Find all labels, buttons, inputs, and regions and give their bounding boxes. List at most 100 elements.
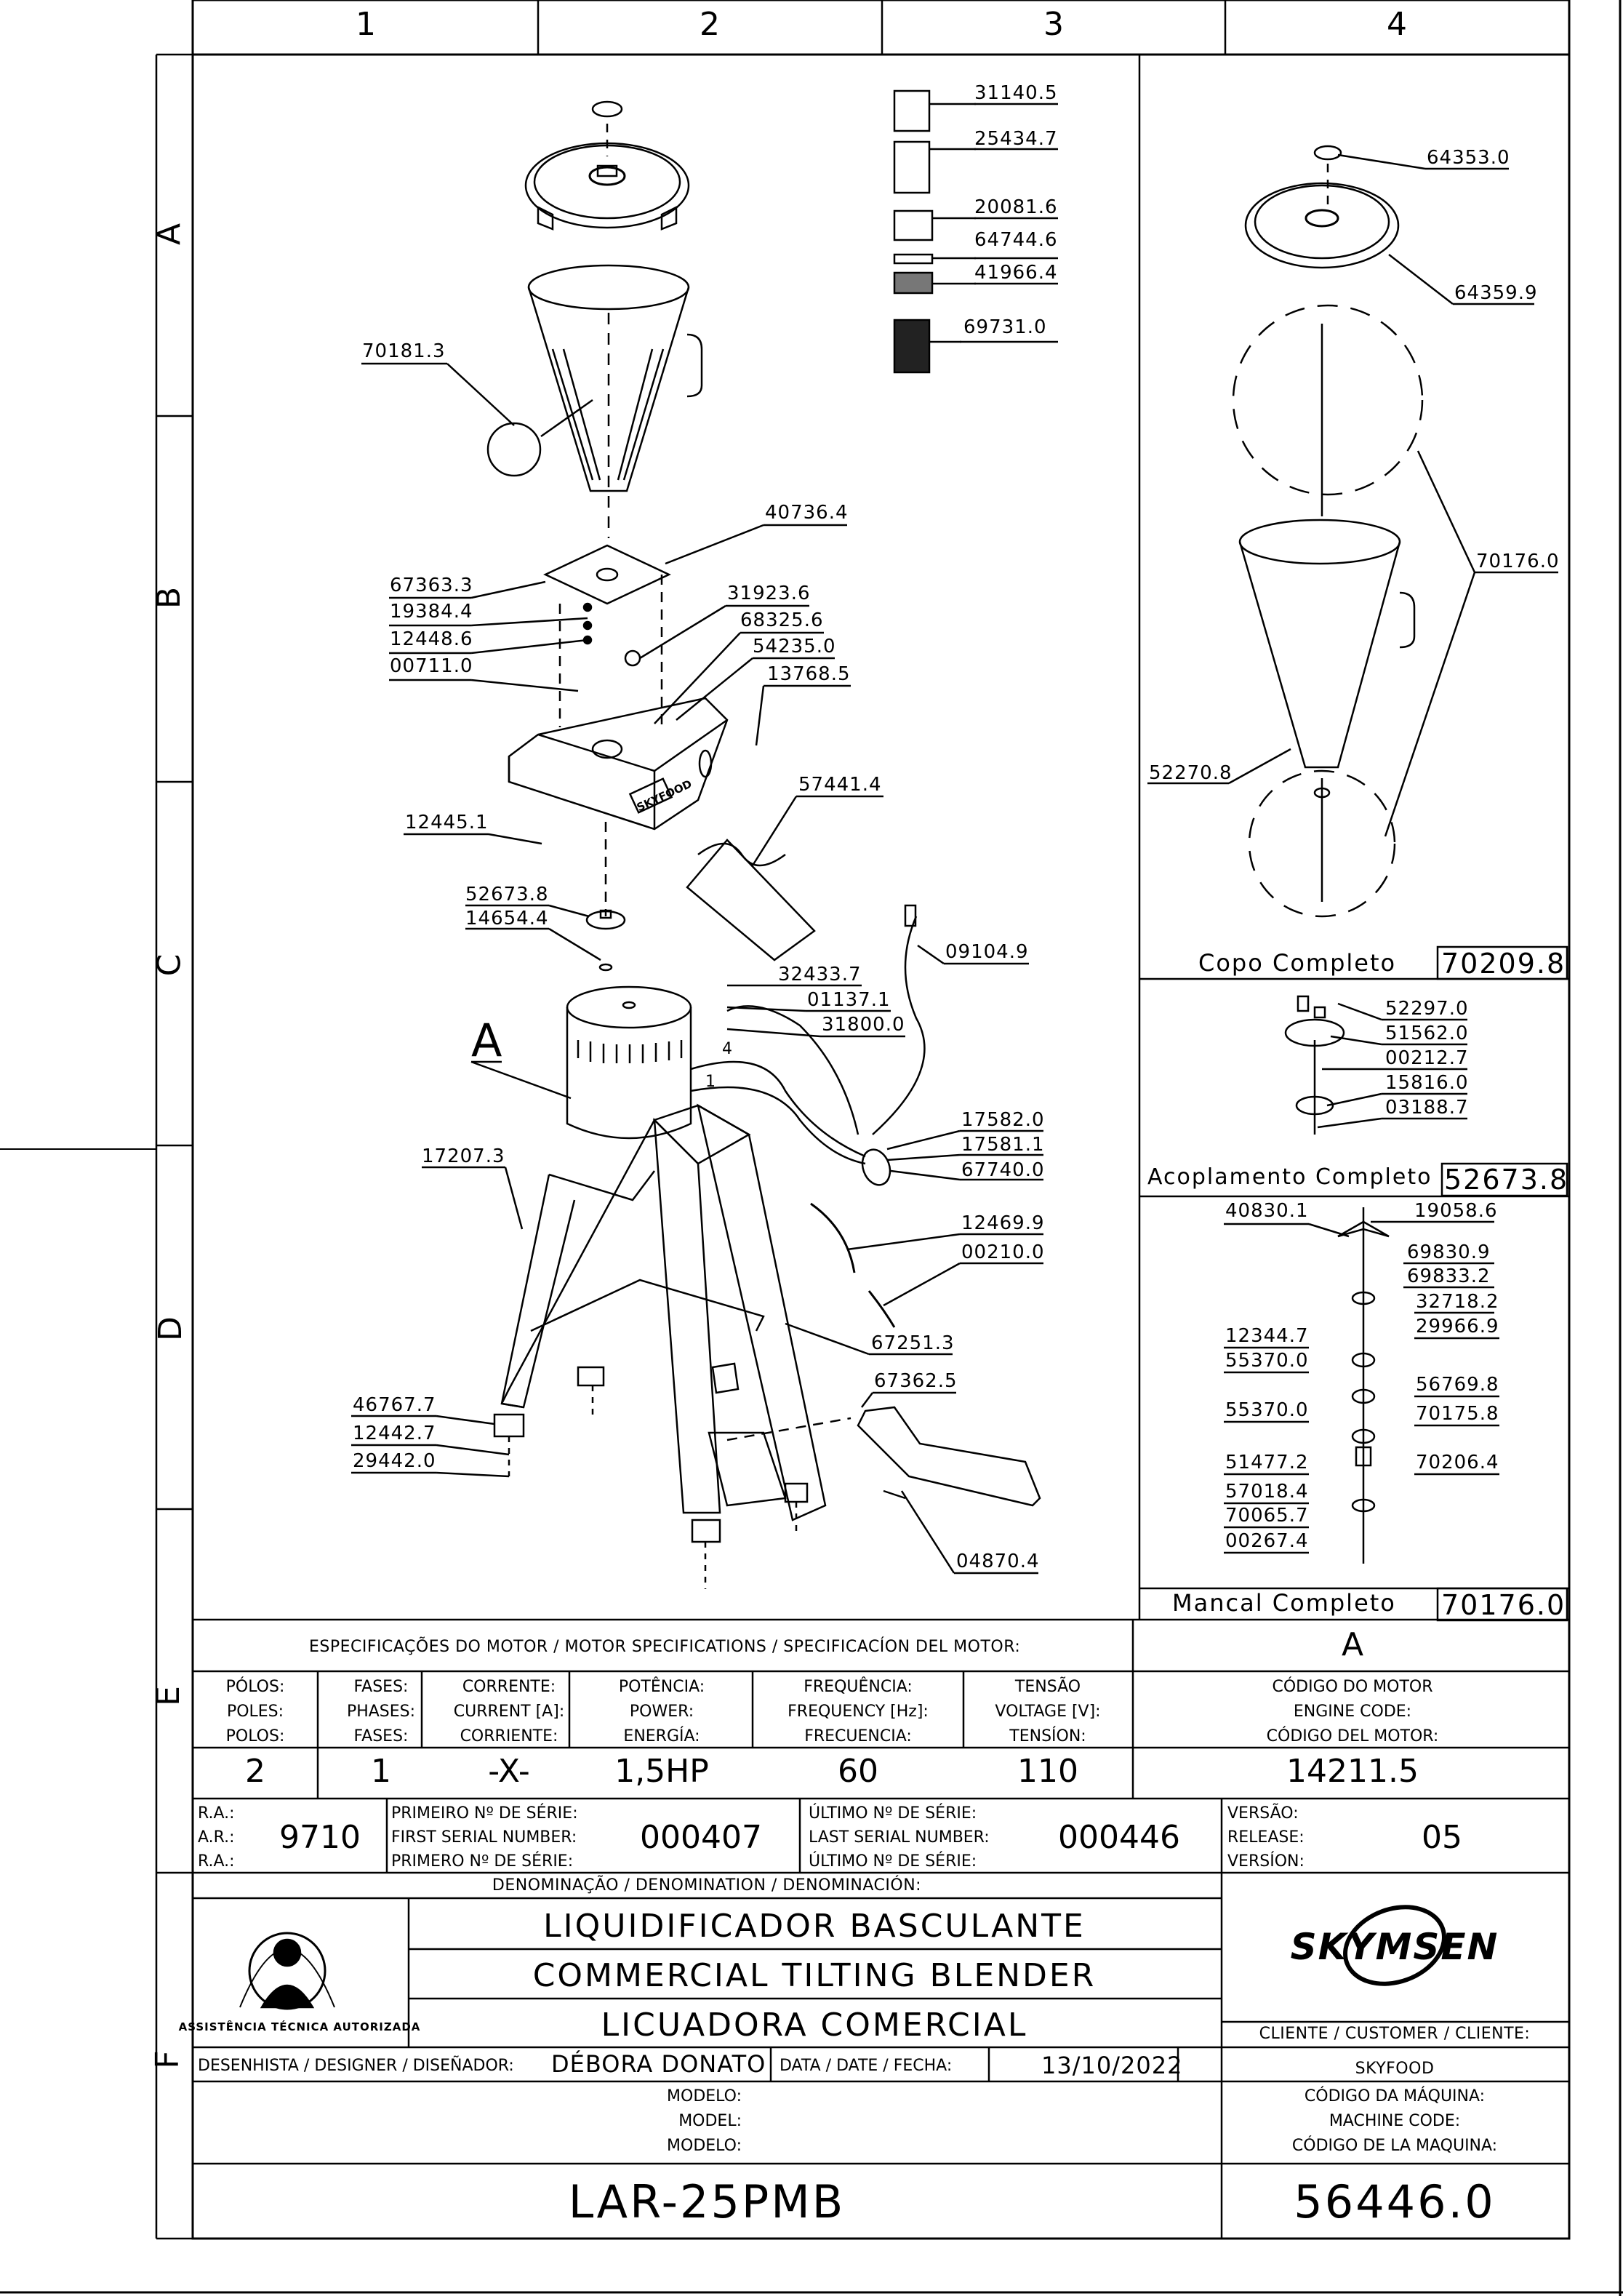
part-label: 70181.3: [362, 340, 446, 362]
ra-value: 9710: [279, 1819, 361, 1856]
designer-name: DÉBORA DONATO: [551, 2050, 766, 2078]
date-value: 13/10/2022: [1041, 2052, 1183, 2079]
part-label: 52297.0: [1385, 998, 1469, 1020]
grid-column-1: 1: [356, 6, 376, 43]
denomination-header: DENOMINAÇÃO / DENOMINATION / DENOMINACIÓ…: [492, 1876, 922, 1895]
part-label: 03188.7: [1385, 1097, 1469, 1119]
part-label: 69731.0: [963, 316, 1047, 338]
part-label: 52673.8: [465, 884, 549, 905]
part-label: 64359.9: [1454, 282, 1538, 304]
part-label: 70206.4: [1416, 1452, 1499, 1473]
assembly-name: Acoplamento Completo: [1147, 1164, 1432, 1190]
part-label: 29966.9: [1416, 1316, 1499, 1337]
spec-value-current: -X-: [488, 1753, 530, 1790]
part-label: 41966.4: [974, 262, 1058, 284]
first-serial-labels: PRIMEIRO Nº DE SÉRIE:FIRST SERIAL NUMBER…: [391, 1804, 578, 1871]
part-label: 19384.4: [390, 601, 473, 623]
part-label: 51477.2: [1225, 1452, 1309, 1473]
part-label: 00267.4: [1225, 1530, 1309, 1552]
last-serial-value: 000446: [1058, 1819, 1180, 1856]
part-label: 70176.0: [1476, 551, 1560, 572]
grid-row-e: E: [149, 1686, 187, 1706]
part-label: 67251.3: [871, 1332, 955, 1354]
part-label: 17207.3: [422, 1145, 505, 1167]
part-label: 04870.4: [956, 1551, 1040, 1572]
part-label: 12448.6: [390, 628, 473, 650]
spec-header-motor-ref: A: [1341, 1626, 1364, 1663]
part-label: 68325.6: [740, 609, 824, 631]
authorized-service-seal: [239, 1932, 335, 2010]
grid-row-c: C: [151, 953, 188, 977]
mancal-drawing: [1337, 1207, 1390, 1564]
part-label: 12469.9: [961, 1212, 1045, 1234]
spec-value-voltage: 110: [1017, 1753, 1078, 1790]
part-label: 69830.9: [1407, 1241, 1491, 1263]
spec-header: ESPECIFICAÇÕES DO MOTOR / MOTOR SPECIFIC…: [309, 1638, 1021, 1656]
part-label: 12445.1: [405, 812, 489, 833]
date-label: DATA / DATE / FECHA:: [780, 2057, 953, 2075]
last-serial-labels: ÚLTIMO Nº DE SÉRIE:LAST SERIAL NUMBER:ÚL…: [809, 1804, 990, 1871]
spec-value-poles: 2: [245, 1753, 265, 1790]
part-label: 54235.0: [753, 636, 836, 657]
spec-col-frequency: FREQUÊNCIA:FREQUENCY [Hz]:FRECUENCIA:: [788, 1678, 929, 1746]
part-label: 69833.2: [1407, 1265, 1491, 1287]
part-label: 14654.4: [465, 908, 549, 929]
part-label: 00711.0: [390, 655, 473, 677]
part-label: 40736.4: [765, 502, 849, 524]
brand-logo: SKYMSEN: [1290, 1926, 1499, 1968]
part-label: 01137.1: [807, 989, 891, 1011]
part-label: 31923.6: [727, 583, 811, 604]
part-label: 55370.0: [1225, 1399, 1309, 1421]
version-labels: VERSÃO:RELEASE:VERSÍON:: [1227, 1804, 1305, 1871]
grid-row-f: F: [148, 2050, 186, 2069]
model-value: LAR-25PMB: [568, 2175, 846, 2228]
part-label: 17582.0: [961, 1109, 1045, 1131]
spec-value-phases: 1: [371, 1753, 391, 1790]
part-label: 52270.8: [1149, 762, 1233, 784]
assembly-name: Mancal Completo: [1172, 1589, 1396, 1617]
assembly-name: Copo Completo: [1198, 949, 1397, 977]
part-label: 64353.0: [1427, 147, 1510, 169]
grid-row-b: B: [151, 586, 188, 609]
part-label: 20081.6: [974, 196, 1058, 218]
machine-code-value: 56446.0: [1294, 2175, 1496, 2228]
part-label: 57441.4: [798, 774, 882, 796]
title-pt: LIQUIDIFICADOR BASCULANTE: [543, 1908, 1086, 1945]
machine-code-labels: CÓDIGO DA MÁQUINA:MACHINE CODE:CÓDIGO DE…: [1291, 2087, 1498, 2156]
wire-label-4: 4: [722, 1040, 732, 1058]
part-label: 29442.0: [353, 1450, 436, 1472]
assembly-code: 70176.0: [1441, 1589, 1566, 1621]
part-label: 31140.5: [974, 82, 1058, 104]
spec-col-power: POTÊNCIA:POWER:ENERGÍA:: [618, 1678, 705, 1746]
spec-col-poles: PÓLOS:POLES:POLOS:: [225, 1678, 285, 1746]
spec-col-current: CORRENTE:CURRENT [A]:CORRIENTE:: [453, 1678, 565, 1746]
spec-col-phases: FASES:PHASES:FASES:: [346, 1678, 416, 1746]
customer-label: CLIENTE / CUSTOMER / CLIENTE:: [1259, 2025, 1531, 2043]
leader-lines: [351, 103, 1558, 1575]
assembly-code: 52673.8: [1444, 1164, 1569, 1196]
part-label: 57018.4: [1225, 1481, 1309, 1503]
version-value: 05: [1422, 1819, 1462, 1856]
part-label: 67740.0: [961, 1159, 1045, 1181]
part-label: 67362.5: [874, 1370, 958, 1392]
assembly-code: 70209.8: [1441, 948, 1566, 980]
part-label: 25434.7: [974, 128, 1058, 150]
part-label: 12344.7: [1225, 1325, 1309, 1347]
spec-value-frequency: 60: [838, 1753, 878, 1790]
ra-labels: R.A.:A.R.:R.A.:: [198, 1804, 235, 1871]
spec-table: [193, 1618, 1569, 1874]
title-block: [193, 1873, 1569, 2239]
wire-label-1: 1: [705, 1073, 716, 1091]
title-en: COMMERCIAL TILTING BLENDER: [532, 1957, 1097, 1994]
spec-value-power: 1,5HP: [614, 1753, 709, 1790]
part-label: 32433.7: [778, 964, 862, 985]
part-label: 31800.0: [822, 1014, 905, 1036]
motor-callout-a: A: [471, 1014, 502, 1067]
part-label: 55370.0: [1225, 1350, 1309, 1372]
part-label: 15816.0: [1385, 1072, 1469, 1094]
part-label: 17581.1: [961, 1134, 1045, 1156]
